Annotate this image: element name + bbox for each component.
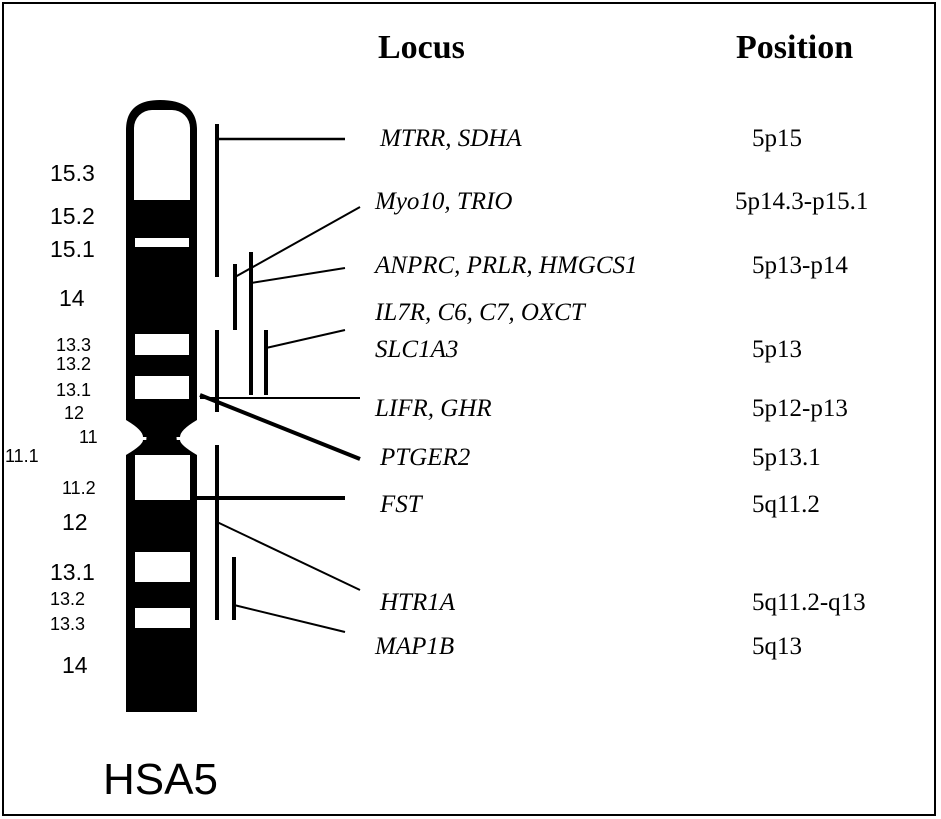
- locus-1: Myo10, TRIO: [374, 188, 512, 215]
- band-q11-2-light: [135, 455, 190, 500]
- position-2: 5p13-p14: [752, 252, 848, 279]
- locus-9: MAP1B: [374, 633, 454, 660]
- band-label-q13-3: 13.3: [50, 614, 85, 634]
- locus-6: PTGER2: [379, 444, 470, 471]
- position-4: 5p13: [752, 336, 802, 363]
- position-6: 5p13.1: [752, 444, 821, 471]
- locus-8: HTR1A: [379, 589, 456, 616]
- band-label-q11-1: 11.1: [5, 446, 39, 466]
- band-label-p13-2: 13.2: [56, 354, 91, 374]
- band-label-q11-2: 11.2: [62, 478, 96, 498]
- band-q13-1-light: [135, 552, 190, 582]
- band-q13-3-light: [135, 608, 190, 628]
- band-label-q14: 14: [62, 652, 88, 678]
- position-7: 5q11.2: [752, 491, 820, 518]
- position-0: 5p15: [752, 125, 802, 152]
- band-label-p15-3: 15.3: [50, 160, 95, 186]
- position-header: Position: [736, 29, 853, 66]
- connector-lines: [197, 137, 361, 633]
- chromosome-label: HSA5: [103, 755, 218, 804]
- locus-0: MTRR, SDHA: [379, 125, 522, 152]
- band-label-q12: 12: [62, 509, 88, 535]
- position-8: 5q11.2-q13: [752, 589, 866, 616]
- band-label-p15-2: 15.2: [50, 203, 95, 229]
- band-p13-1-light: [135, 376, 189, 399]
- position-1: 5p14.3-p15.1: [735, 188, 868, 215]
- band-label-p13-1: 13.1: [56, 380, 91, 400]
- band-label-p11: 11: [79, 427, 98, 447]
- connector-htr1a: [216, 521, 361, 591]
- band-labels: 15.3 15.2 15.1 14 13.3 13.2 13.1 12 11 1…: [5, 160, 98, 678]
- locus-column: MTRR, SDHA Myo10, TRIO ANPRC, PRLR, HMGC…: [373, 125, 638, 660]
- locus-3: IL7R, C6, C7, OXCT: [374, 299, 587, 326]
- band-p15-3-light-lower: [134, 130, 190, 200]
- band-label-p13-3: 13.3: [56, 335, 91, 355]
- band-label-q13-1: 13.1: [50, 559, 95, 585]
- band-label-p14: 14: [59, 285, 85, 311]
- locus-header: Locus: [378, 29, 465, 66]
- locus-7: FST: [379, 491, 424, 518]
- position-column: 5p15 5p14.3-p15.1 5p13-p14 5p13 5p12-p13…: [735, 125, 868, 660]
- mapping-intervals: [215, 124, 268, 620]
- band-p15-1-light: [135, 238, 189, 247]
- connector-map1b: [233, 604, 346, 633]
- locus-4: SLC1A3: [375, 336, 458, 363]
- band-label-p15-1: 15.1: [50, 236, 95, 262]
- band-label-p12: 12: [64, 403, 84, 423]
- band-p13-3-light: [135, 334, 189, 355]
- connector-il7r: [265, 329, 346, 349]
- position-5: 5p12-p13: [752, 395, 848, 422]
- position-9: 5q13: [752, 633, 802, 660]
- locus-2: ANPRC, PRLR, HMGCS1: [373, 252, 638, 279]
- connector-myo10: [234, 206, 361, 278]
- chromosome-ideogram: [126, 100, 197, 712]
- connector-ptger2: [199, 393, 361, 461]
- band-label-q13-2: 13.2: [50, 589, 85, 609]
- locus-5: LIFR, GHR: [374, 395, 492, 422]
- connector-anprc: [250, 267, 346, 284]
